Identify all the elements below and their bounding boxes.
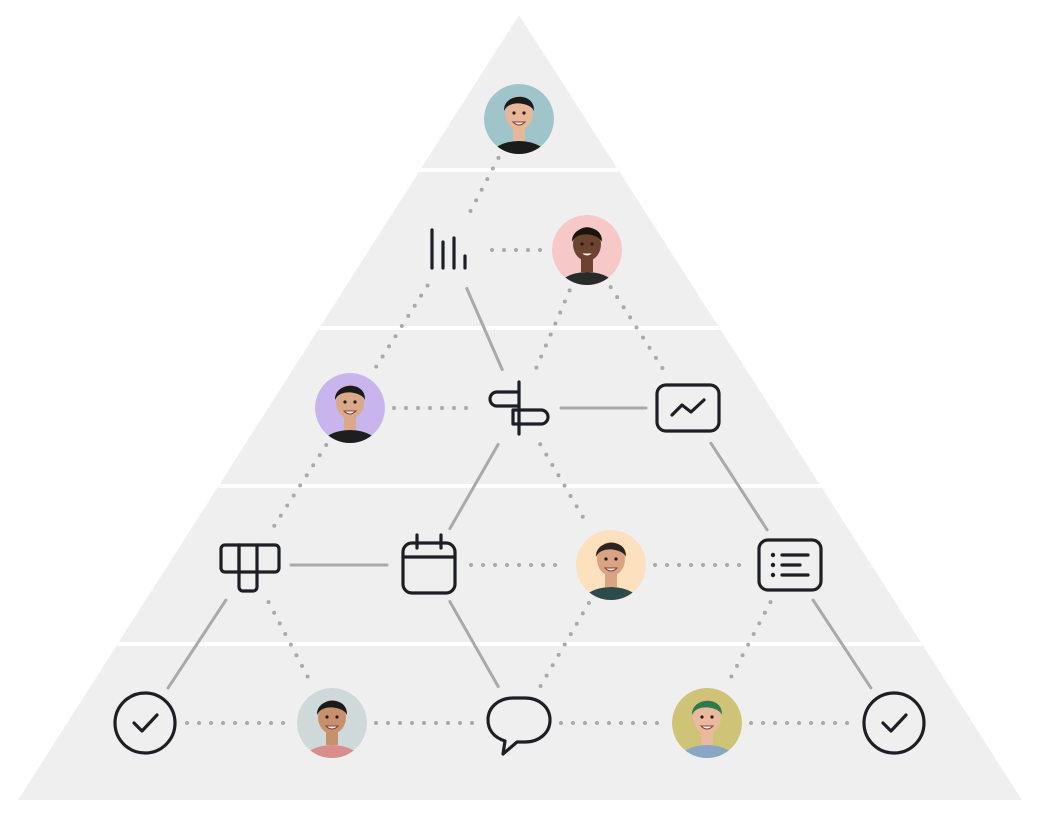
- avatar-shoulders: [557, 272, 617, 285]
- connections: [166, 155, 873, 725]
- nodes: [113, 84, 926, 758]
- avatar-a3: [315, 373, 385, 443]
- band-dividers: [117, 168, 923, 646]
- avatar-hair: [691, 700, 723, 715]
- solid-connector-trend-list: [709, 441, 769, 532]
- signpost-icon: [488, 380, 550, 436]
- avatar-hair: [571, 227, 603, 242]
- avatar-hair: [334, 385, 366, 400]
- kanban-board-icon: [219, 543, 281, 593]
- calendar-icon: [401, 533, 457, 595]
- check-circle-icon: [113, 691, 177, 755]
- dotted-connector-list-a6: [725, 600, 773, 687]
- trend-chart-icon: [655, 383, 721, 433]
- avatar-shoulders: [320, 430, 380, 443]
- dotted-connector-a3-kanban: [269, 443, 329, 532]
- avatar-hair: [503, 96, 535, 111]
- list-icon: [757, 538, 823, 592]
- avatar-a5: [297, 688, 367, 758]
- solid-connector-sign-cal: [448, 442, 500, 531]
- avatar-hair: [316, 700, 348, 715]
- solid-connector-kanban-c1: [166, 598, 228, 690]
- check-circle-icon: [862, 691, 926, 755]
- avatar-hair: [595, 542, 627, 557]
- dotted-connector-sign-a4: [538, 442, 591, 530]
- dotted-connector-a2-sign: [533, 288, 572, 372]
- dotted-connector-a4-chat: [538, 601, 591, 689]
- dotted-connector-a2-trend: [608, 285, 668, 375]
- dotted-connector-kanban-a5: [266, 600, 314, 687]
- solid-connector-list-c2: [811, 598, 873, 690]
- avatar-shoulders: [677, 745, 737, 758]
- avatar-a1: [484, 84, 554, 154]
- avatar-a4: [576, 530, 646, 600]
- dotted-connector-bar-a3: [371, 283, 430, 373]
- avatar-a2: [552, 215, 622, 285]
- avatar-a6: [672, 688, 742, 758]
- avatar-shoulders: [581, 587, 641, 600]
- avatar-shoulders: [489, 141, 549, 154]
- bar-chart-icon: [430, 228, 467, 270]
- avatar-shoulders: [302, 745, 362, 758]
- solid-connector-cal-chat: [448, 599, 500, 689]
- dotted-connector-a1-bar: [467, 155, 501, 215]
- chat-bubble-icon: [486, 696, 552, 756]
- solid-connector-bar-sign: [465, 286, 504, 372]
